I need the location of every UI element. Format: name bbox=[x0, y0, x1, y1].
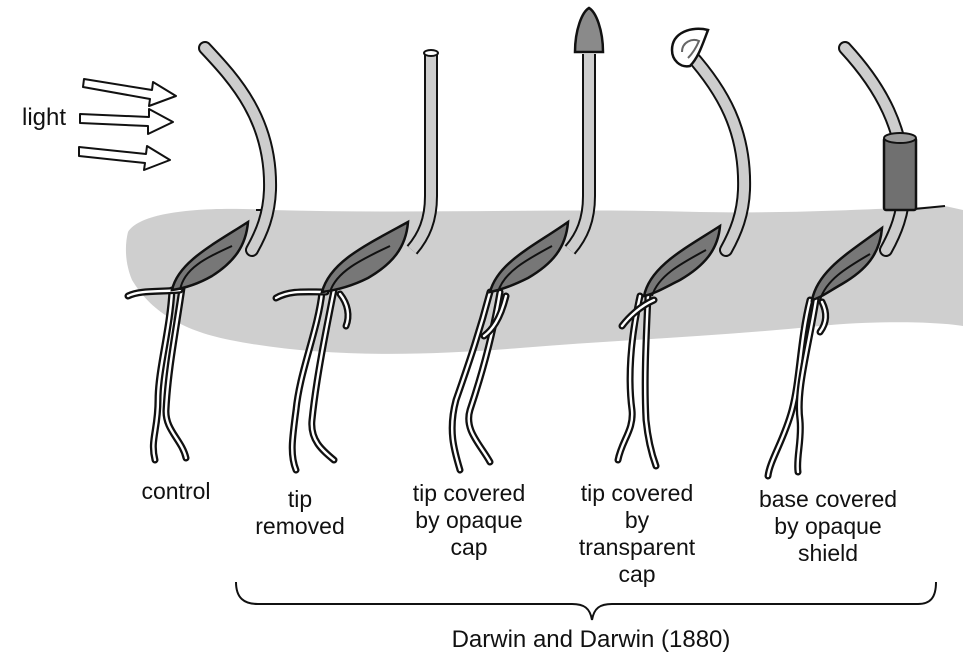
panel-label-control: control bbox=[123, 478, 229, 505]
panel-label-line: by bbox=[552, 507, 722, 534]
citation-caption: Darwin and Darwin (1880) bbox=[381, 626, 801, 653]
panel-label-line: base covered bbox=[730, 486, 926, 513]
panel-label-line: cap bbox=[552, 561, 722, 588]
panel-label-line: control bbox=[123, 478, 229, 505]
panel-label-line: by opaque bbox=[384, 507, 554, 534]
light-arrows bbox=[79, 79, 176, 170]
opaque-cap bbox=[575, 8, 603, 52]
light-arrow bbox=[80, 109, 173, 134]
panel-label-transparent-cap: tip covered by transparent cap bbox=[552, 480, 722, 588]
panel-label-opaque-cap: tip covered by opaque cap bbox=[384, 480, 554, 561]
panel-label-line: cap bbox=[384, 534, 554, 561]
panel-label-line: transparent bbox=[552, 534, 722, 561]
panel-label-line: by opaque bbox=[730, 513, 926, 540]
panel-label-line: tip covered bbox=[384, 480, 554, 507]
light-arrow bbox=[83, 79, 176, 106]
opaque-shield bbox=[884, 138, 916, 210]
panel-label-line: removed bbox=[230, 513, 370, 540]
shield-rim bbox=[884, 133, 916, 143]
light-label: light bbox=[22, 104, 66, 131]
panel-label-base-shield: base covered by opaque shield bbox=[730, 486, 926, 567]
panel-label-line: shield bbox=[730, 540, 926, 567]
cut-tip bbox=[424, 50, 438, 56]
light-arrow bbox=[79, 146, 170, 170]
panel-label-line: tip bbox=[230, 486, 370, 513]
panel-label-tip-removed: tip removed bbox=[230, 486, 370, 540]
panel-label-line: tip covered bbox=[552, 480, 722, 507]
